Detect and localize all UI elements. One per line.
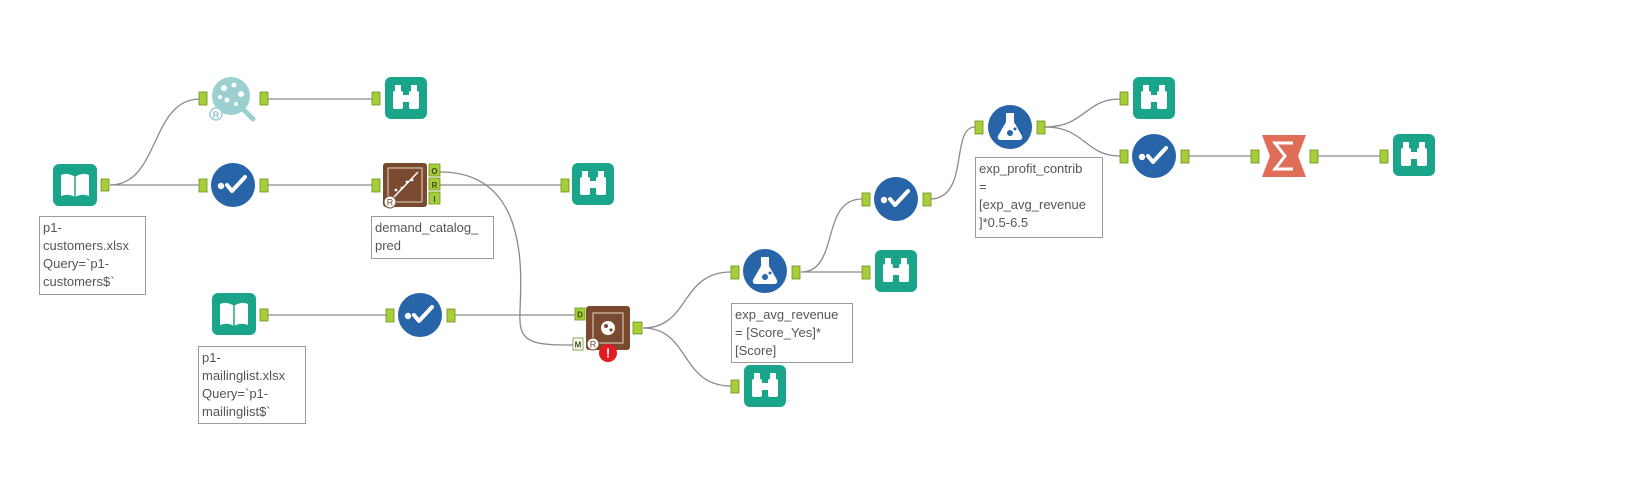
linear-regression-tool[interactable]: R O R I	[371, 163, 441, 209]
output-anchor[interactable]	[100, 178, 110, 192]
input-anchor[interactable]	[198, 91, 208, 106]
input-anchor[interactable]	[1250, 149, 1260, 164]
formula-tool[interactable]	[974, 105, 1046, 149]
input-anchor[interactable]	[1119, 91, 1129, 106]
connector[interactable]	[109, 98, 201, 186]
output-anchor[interactable]	[791, 265, 801, 280]
browse-tool[interactable]	[861, 250, 917, 292]
summarize-sigma-icon	[1271, 141, 1293, 171]
linear-regression-icon	[391, 171, 419, 200]
browse-tool[interactable]	[730, 365, 786, 407]
book-input-icon	[219, 302, 249, 327]
anchor-label-d: D	[577, 311, 583, 320]
annotation-mailinglist-input: p1- mailinglist.xlsx Query=`p1- mailingl…	[198, 346, 306, 424]
annotation-formula-avg-revenue: exp_avg_revenue = [Score_Yes]* [Score]	[731, 303, 853, 363]
output-anchor[interactable]	[1309, 149, 1319, 164]
svg-text:R: R	[590, 340, 597, 350]
browse-tool[interactable]	[1379, 134, 1435, 176]
output-anchor[interactable]	[1180, 149, 1190, 164]
input-data-mailinglist[interactable]	[212, 293, 269, 335]
input-anchor[interactable]	[385, 308, 395, 323]
select-tool[interactable]	[861, 177, 932, 221]
score-icon	[601, 321, 615, 335]
output-anchor[interactable]	[1036, 120, 1046, 135]
svg-text:R: R	[387, 198, 394, 208]
browse-tool[interactable]	[1119, 77, 1175, 119]
input-anchor[interactable]	[1119, 149, 1129, 164]
browse-tool[interactable]	[371, 77, 427, 119]
select-tool[interactable]	[198, 163, 269, 207]
annotation-linear-model: demand_catalog_ pred	[371, 216, 494, 259]
input-anchor[interactable]	[730, 265, 740, 280]
svg-text:R: R	[213, 110, 220, 120]
anchor-label-i: I	[433, 195, 435, 204]
connector[interactable]	[642, 327, 732, 387]
connector[interactable]	[1044, 98, 1121, 128]
input-anchor[interactable]	[861, 192, 871, 207]
anchor-label-r: R	[432, 181, 438, 190]
connector[interactable]	[929, 126, 976, 200]
error-icon	[599, 344, 617, 362]
connector[interactable]	[1044, 126, 1121, 157]
svg-text:!: !	[606, 346, 610, 361]
input-anchor[interactable]	[730, 379, 740, 394]
annotation-formula-profit: exp_profit_contrib = [exp_avg_revenue ]*…	[975, 157, 1103, 238]
input-anchor[interactable]	[371, 178, 381, 193]
input-data-customers[interactable]	[53, 164, 110, 206]
input-anchor[interactable]	[1379, 149, 1389, 164]
input-anchor[interactable]	[198, 178, 208, 193]
anchor-label-m: M	[575, 341, 582, 350]
output-anchor[interactable]	[632, 321, 643, 335]
score-tool[interactable]: D M R !	[572, 306, 643, 362]
output-anchor[interactable]	[446, 308, 456, 323]
anchor-label-o: O	[431, 167, 437, 176]
input-anchor-d[interactable]	[574, 307, 586, 321]
output-anchor[interactable]	[259, 178, 269, 193]
input-anchor[interactable]	[861, 265, 871, 280]
input-anchor[interactable]	[560, 178, 570, 193]
connector[interactable]	[439, 171, 576, 346]
connector[interactable]	[642, 271, 732, 329]
annotation-customers-input: p1- customers.xlsx Query=`p1- customers$…	[39, 216, 146, 295]
connector[interactable]	[800, 198, 863, 273]
formula-tool[interactable]	[730, 249, 801, 293]
input-anchor[interactable]	[371, 91, 381, 106]
output-anchor[interactable]	[259, 308, 269, 322]
browse-tool[interactable]	[560, 163, 614, 205]
book-input-icon	[60, 173, 90, 198]
select-tool[interactable]	[1119, 134, 1190, 178]
select-tool[interactable]	[385, 293, 456, 337]
input-anchor[interactable]	[974, 120, 984, 135]
output-anchor[interactable]	[922, 192, 932, 207]
output-anchor[interactable]	[259, 91, 269, 106]
input-anchor-m[interactable]	[572, 337, 584, 351]
field-summary-tool[interactable]: R	[198, 77, 269, 122]
summarize-tool[interactable]	[1250, 135, 1319, 177]
model-output-anchors[interactable]: O R I	[428, 163, 441, 205]
